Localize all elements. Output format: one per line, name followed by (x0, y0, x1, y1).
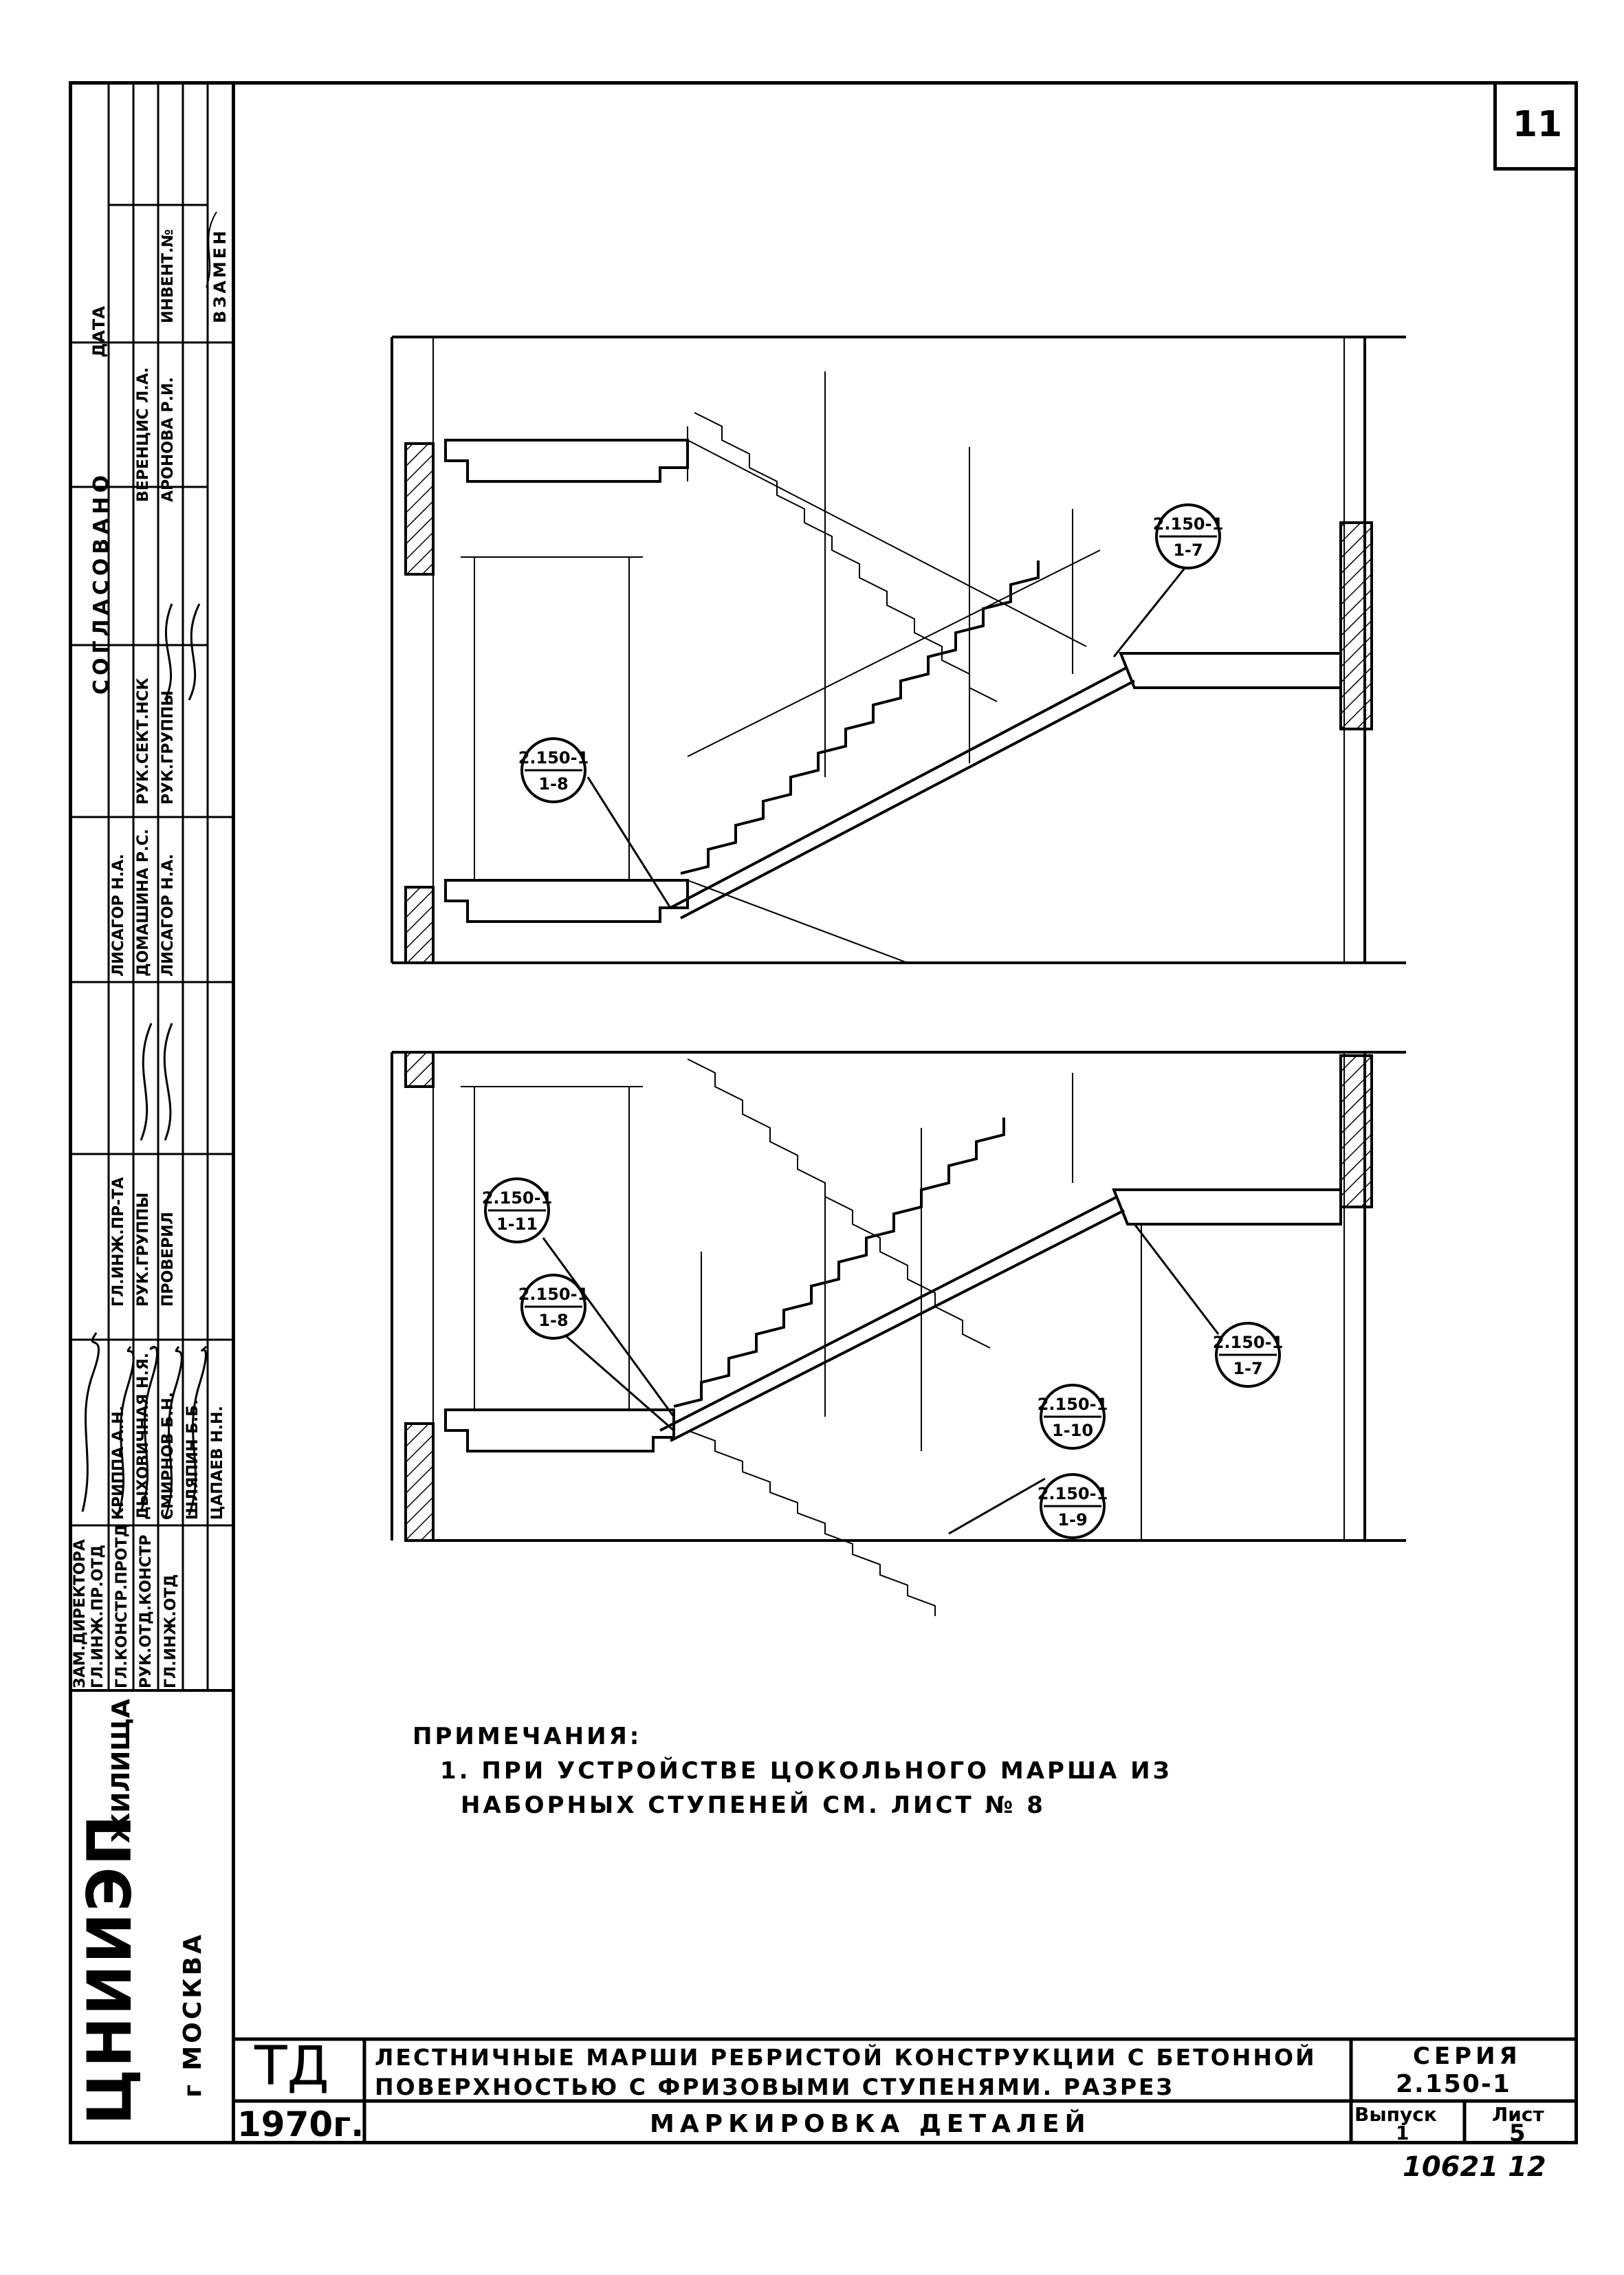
list-value: 5 (1509, 2120, 1526, 2147)
callout-bot-4-top: 2.150-1 (1038, 1395, 1108, 1414)
callout-bot-5-bottom: 1-9 (1057, 1510, 1087, 1530)
td-mark: ТД (254, 2036, 329, 2098)
top-stair-section (391, 336, 1406, 964)
vypusk-label: Выпуск (1354, 2103, 1437, 2126)
series-value: 2.150-1 (1396, 2070, 1511, 2098)
callout-bot-1-top: 2.150-1 (482, 1188, 553, 1208)
series-label: СЕРИЯ (1413, 2043, 1522, 2070)
sheet-number-box: 11 (1493, 81, 1578, 171)
stamp-strip (69, 81, 235, 2144)
notes-line-1: 1. ПРИ УСТРОЙСТВЕ ЦОКОЛЬНОГО МАРША ИЗ (440, 1757, 1172, 1785)
callout-bot-3-bottom: 1-7 (1233, 1359, 1262, 1378)
callout-bot-3-top: 2.150-1 (1213, 1333, 1284, 1352)
callout-bot-2-top: 2.150-1 (518, 1285, 589, 1304)
stamp-grid (69, 81, 235, 1692)
bottom-stair-section (391, 1051, 1406, 1616)
callout-top-1-bottom: 1-7 (1173, 541, 1203, 560)
callout-bot-5-top: 2.150-1 (1038, 1484, 1108, 1503)
vypusk-value: 1 (1396, 2122, 1409, 2144)
callout-top-2-top: 2.150-1 (518, 748, 589, 768)
archive-number: 10621 12 (1403, 2151, 1546, 2183)
sheet-frame (69, 81, 1578, 2144)
callout-top-2-bottom: 1-8 (538, 774, 568, 794)
callout-top-1-top: 2.150-1 (1153, 514, 1224, 534)
callout-bot-4-bottom: 1-10 (1052, 1421, 1093, 1440)
notes-heading: ПРИМЕЧАНИЯ: (413, 1723, 642, 1750)
callout-bot-2-bottom: 1-8 (538, 1311, 568, 1330)
title-line-1: ЛЕСТНИЧНЫЕ МАРШИ РЕБРИСТОЙ КОНСТРУКЦИИ С… (375, 2044, 1317, 2071)
callout-bot-1-bottom: 1-11 (496, 1215, 538, 1234)
subtitle: МАРКИРОВКА ДЕТАЛЕЙ (650, 2110, 1091, 2138)
notes-line-2: НАБОРНЫХ СТУПЕНЕЙ СМ. ЛИСТ № 8 (461, 1792, 1046, 1819)
title-line-2: ПОВЕРХНОСТЬЮ С ФРИЗОВЫМИ СТУПЕНЯМИ. РАЗР… (375, 2073, 1174, 2100)
list-label: Лист (1492, 2103, 1544, 2126)
year: 1970г. (237, 2104, 364, 2144)
sheet-number: 11 (1512, 103, 1563, 145)
